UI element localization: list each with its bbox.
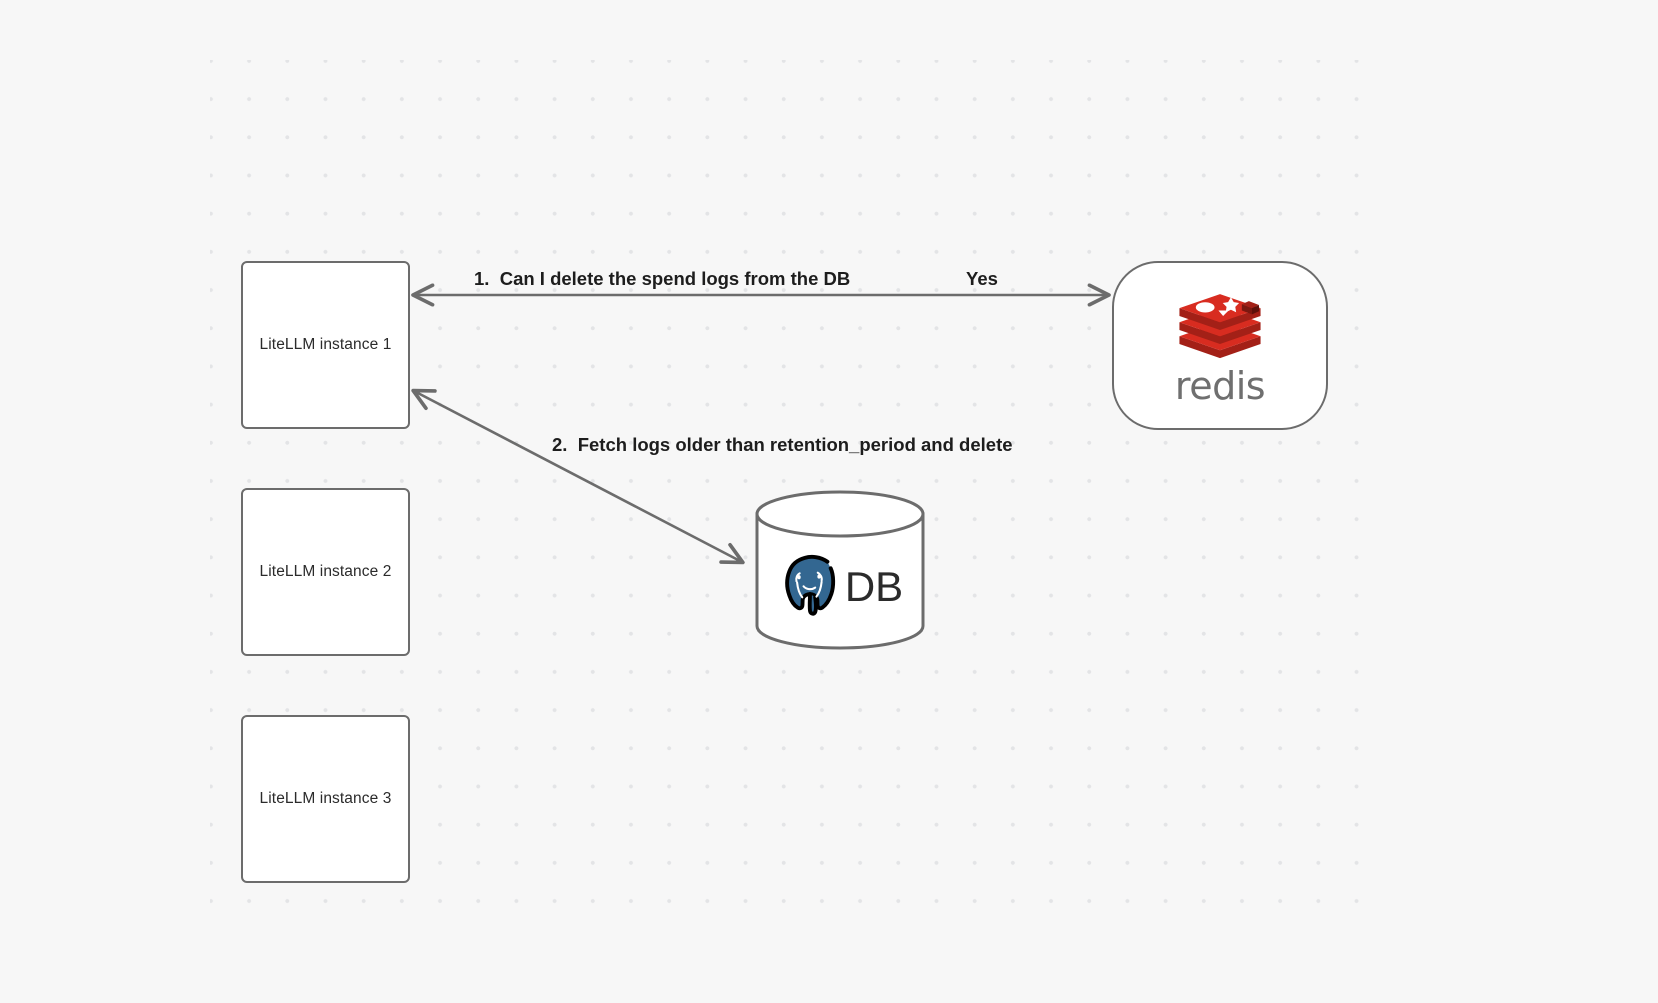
node-litellm-instance-3[interactable]: LiteLLM instance 3 <box>241 715 410 883</box>
edge-label-1-reply: Yes <box>966 268 998 289</box>
redis-logo-icon <box>1172 291 1268 369</box>
node-litellm-instance-3-label: LiteLLM instance 3 <box>259 790 392 807</box>
node-litellm-instance-1-label: LiteLLM instance 1 <box>259 336 392 353</box>
node-litellm-instance-2[interactable]: LiteLLM instance 2 <box>241 488 410 656</box>
node-redis[interactable]: redis <box>1112 261 1328 430</box>
node-db[interactable]: DB <box>754 490 926 650</box>
db-label: DB <box>844 563 904 610</box>
redis-wordmark-label: redis <box>1174 363 1266 408</box>
db-cylinder-shape <box>755 490 925 650</box>
postgresql-elephant-icon <box>777 554 843 621</box>
node-litellm-instance-1[interactable]: LiteLLM instance 1 <box>241 261 410 429</box>
edge-label-2: 2. Fetch logs older than retention_perio… <box>552 434 1013 455</box>
edge-label-1: 1. Can I delete the spend logs from the … <box>474 268 851 289</box>
node-litellm-instance-2-label: LiteLLM instance 2 <box>259 563 392 580</box>
edge-litellm1-db <box>411 388 745 565</box>
